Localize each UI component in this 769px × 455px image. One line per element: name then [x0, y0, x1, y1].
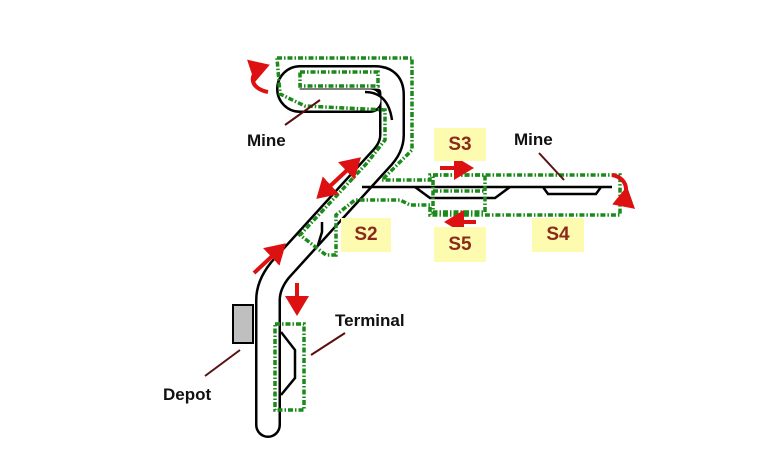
- section-tag-s2: S2: [341, 218, 391, 252]
- leader-lines: [204, 99, 565, 377]
- depot-building: [232, 304, 254, 344]
- zone-s1-s2: [275, 56, 622, 257]
- mine-label-right: Mine: [514, 130, 553, 149]
- section-tag-s3: S3: [434, 128, 486, 161]
- section-tag-s4: S4: [532, 218, 584, 252]
- terminal-label: Terminal: [335, 311, 405, 330]
- bidirectional-arrow: [316, 157, 361, 199]
- main-track: [255, 65, 612, 438]
- loop-arrow-top: [247, 59, 270, 94]
- mine-label-top: Mine: [247, 131, 286, 150]
- up-arrow: [252, 243, 286, 275]
- zone-mine-loop: [298, 70, 380, 88]
- mine-siding: [541, 186, 603, 196]
- passing-siding: [414, 185, 511, 200]
- zone-s3-s5: [431, 173, 487, 214]
- flow-arrows: [247, 59, 636, 316]
- depot-label: Depot: [163, 385, 212, 404]
- zone-terminal: [273, 322, 306, 412]
- terminal-siding: [280, 331, 297, 396]
- section-tag-s5: S5: [434, 227, 486, 262]
- loop-arrow-right: [611, 173, 636, 209]
